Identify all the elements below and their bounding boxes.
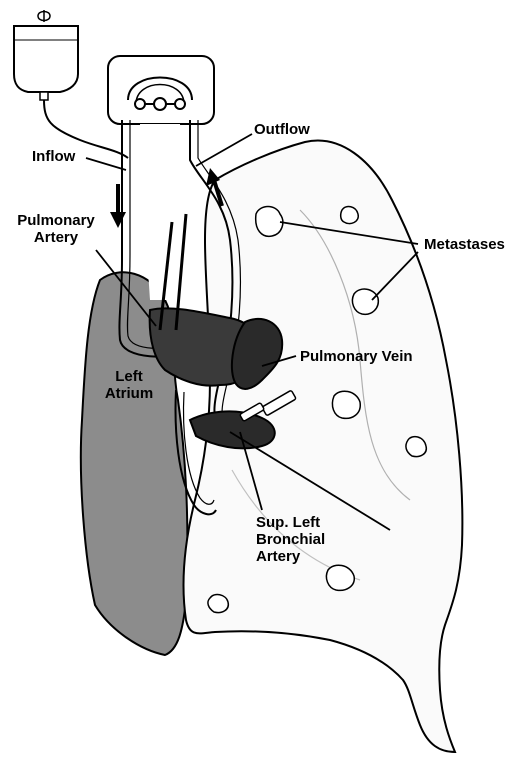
- label-pulmonary-artery-line1: Pulmonary: [8, 212, 104, 229]
- metastasis-nodule-2: [341, 207, 359, 224]
- leader-inflow: [86, 158, 126, 170]
- label-bronchial-artery: Sup. Left Bronchial Artery: [256, 514, 325, 565]
- metastasis-nodule-1: [256, 207, 283, 237]
- metastasis-nodule-6: [326, 565, 354, 590]
- metastasis-nodule-4: [332, 391, 360, 418]
- central-column: [140, 124, 186, 300]
- metastasis-nodule-3: [352, 289, 378, 314]
- label-outflow: Outflow: [254, 121, 310, 138]
- inflow-arrow: [110, 184, 126, 228]
- label-pulmonary-artery: Pulmonary Artery: [8, 212, 104, 246]
- roller-pump: [108, 56, 214, 124]
- label-left-atrium-line1: Left: [96, 368, 162, 385]
- label-bronchial-line3: Artery: [256, 548, 325, 565]
- perfusate-bag: [14, 10, 78, 100]
- metastasis-nodule-5: [406, 437, 426, 457]
- label-pulmonary-vein: Pulmonary Vein: [300, 348, 413, 365]
- metastasis-nodule-7: [208, 595, 228, 613]
- label-inflow: Inflow: [32, 148, 75, 165]
- label-left-atrium: Left Atrium: [96, 368, 162, 402]
- bronchial-vessel-shape: [190, 411, 275, 448]
- leader-outflow: [196, 134, 252, 166]
- label-metastases: Metastases: [424, 236, 505, 253]
- label-left-atrium-line2: Atrium: [96, 385, 162, 402]
- label-bronchial-line2: Bronchial: [256, 531, 325, 548]
- label-bronchial-line1: Sup. Left: [256, 514, 325, 531]
- label-pulmonary-artery-line2: Artery: [8, 229, 104, 246]
